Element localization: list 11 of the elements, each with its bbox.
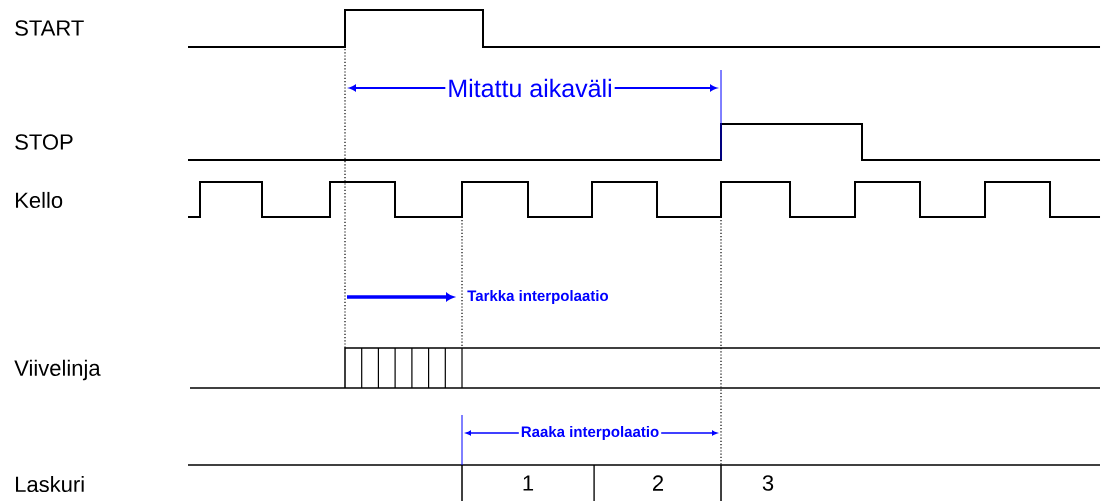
counter-value: 1	[523, 475, 534, 491]
counter-value: 3	[762, 475, 774, 491]
counter-value: 2	[653, 475, 663, 491]
signal-label: START	[15, 20, 84, 36]
interval-label: Raaka interpolaatio	[518, 424, 662, 442]
signal-label: Viivelinja	[14, 359, 101, 381]
interval-label: Tarkka interpolaatio	[465, 288, 611, 306]
signal-label: Kello	[16, 191, 63, 209]
interval-label: Mitattu aikaväli	[445, 76, 615, 100]
signal-label: Laskuri	[16, 475, 84, 493]
signal-label: STOP	[15, 134, 73, 150]
